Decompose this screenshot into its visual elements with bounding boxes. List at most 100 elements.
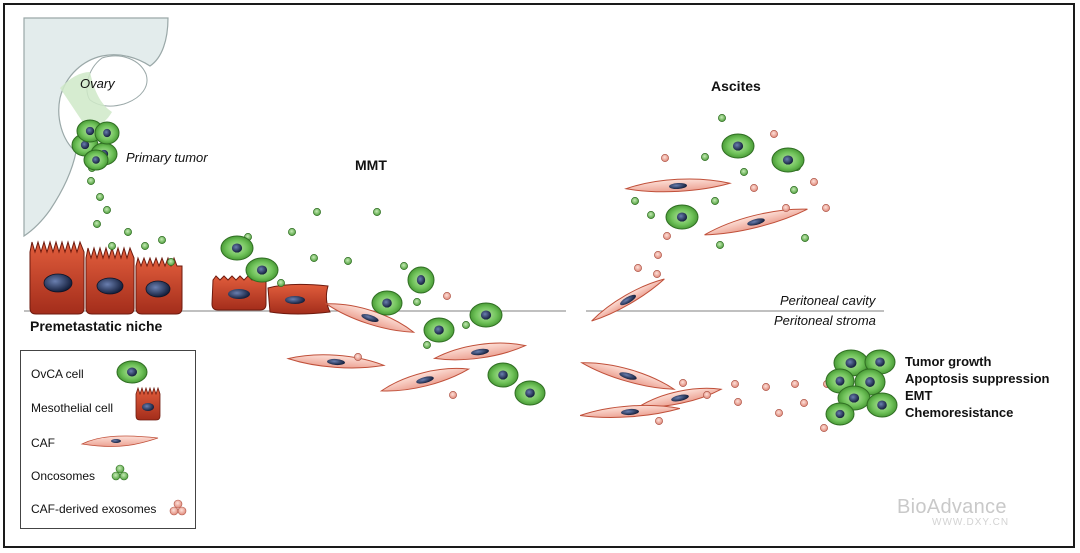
mmt-label: MMT bbox=[355, 157, 387, 173]
caf-exosome bbox=[634, 264, 642, 272]
ovca-nucleus bbox=[676, 212, 688, 222]
caf-exosome bbox=[661, 154, 669, 162]
ovca-nucleus bbox=[498, 370, 508, 380]
caf-exosomes-icon bbox=[169, 499, 187, 516]
ovca-nucleus bbox=[480, 310, 492, 320]
ovca-nucleus bbox=[845, 358, 857, 368]
oncosome bbox=[711, 197, 719, 205]
ovca-nucleus bbox=[256, 265, 268, 275]
oncosome bbox=[423, 341, 431, 349]
oncosome bbox=[413, 298, 421, 306]
caf-exosome bbox=[655, 417, 663, 425]
ovca-cell bbox=[83, 149, 109, 171]
caf-exosome bbox=[750, 184, 758, 192]
caf-exosome bbox=[449, 391, 457, 399]
caf-exosome bbox=[820, 424, 828, 432]
oncosome bbox=[103, 206, 111, 214]
oncosome bbox=[124, 228, 132, 236]
ovca-nucleus bbox=[85, 126, 95, 136]
ovca-nucleus bbox=[382, 298, 392, 308]
caf-exosome bbox=[354, 353, 362, 361]
caf-nucleus bbox=[671, 394, 689, 402]
oncosome bbox=[313, 208, 321, 216]
caf-nucleus bbox=[619, 372, 637, 380]
figure-frame bbox=[3, 3, 1075, 548]
oncosome bbox=[400, 262, 408, 270]
ovca-cell bbox=[220, 235, 254, 261]
outcome-item: Apoptosis suppression bbox=[905, 371, 1050, 386]
oncosome bbox=[141, 242, 149, 250]
caf-nucleus bbox=[669, 182, 687, 190]
ovca-cell bbox=[825, 402, 855, 426]
oncosome bbox=[631, 197, 639, 205]
caf-exosome bbox=[770, 130, 778, 138]
ovca-cell bbox=[371, 290, 403, 316]
ovca-nucleus bbox=[782, 155, 794, 165]
oncosome bbox=[790, 186, 798, 194]
ovary-label: Ovary bbox=[80, 76, 115, 91]
ovary-tissue bbox=[23, 17, 169, 238]
caf-exosome bbox=[762, 383, 770, 391]
caf-nucleus bbox=[471, 348, 489, 356]
caf-cell bbox=[580, 362, 676, 390]
oncosome bbox=[108, 242, 116, 250]
caf-cell bbox=[324, 303, 416, 333]
caf-exosome bbox=[810, 178, 818, 186]
caf-cell bbox=[591, 278, 665, 322]
outcome-item: Tumor growth bbox=[905, 354, 992, 369]
caf-cell bbox=[624, 178, 732, 193]
ovca-cell bbox=[469, 302, 503, 328]
caf-nucleus bbox=[327, 358, 345, 366]
ovca-cell bbox=[245, 257, 279, 283]
caf-exosome bbox=[791, 380, 799, 388]
caf-cell bbox=[286, 354, 386, 369]
ovca-cell bbox=[94, 121, 120, 145]
peritoneal-cavity-label: Peritoneal cavity bbox=[780, 293, 876, 308]
oncosome bbox=[277, 279, 285, 287]
legend-oncosomes-label: Oncosomes bbox=[31, 469, 96, 483]
legend-caf-label: CAF bbox=[31, 436, 55, 450]
watermark-url: WWW.DXY.CN bbox=[932, 517, 1010, 528]
mesothelial-cells-niche bbox=[29, 240, 183, 315]
oncosome bbox=[801, 234, 809, 242]
caf-nucleus bbox=[416, 376, 434, 384]
oncosome bbox=[167, 258, 175, 266]
caf-exosome bbox=[775, 409, 783, 417]
ovca-nucleus bbox=[865, 377, 875, 387]
ovca-cell bbox=[721, 133, 755, 159]
oncosome bbox=[740, 168, 748, 176]
ovca-cell bbox=[866, 392, 898, 418]
oncosome bbox=[647, 211, 655, 219]
caf-nucleus bbox=[621, 408, 639, 416]
caf-exosome bbox=[679, 379, 687, 387]
primary-tumor-label: Primary tumor bbox=[126, 150, 208, 165]
ovca-nucleus bbox=[525, 388, 535, 398]
ovca-nucleus bbox=[877, 400, 887, 410]
legend-icons bbox=[80, 360, 187, 516]
legend-mesothelial-label: Mesothelial cell bbox=[31, 401, 114, 415]
caf-exosome bbox=[734, 398, 742, 406]
oncosome bbox=[701, 153, 709, 161]
ovca-nucleus bbox=[92, 156, 100, 164]
oncosome bbox=[158, 236, 166, 244]
peritoneal-stroma-label: Peritoneal stroma bbox=[774, 313, 876, 328]
ovca-nucleus bbox=[103, 128, 111, 138]
caf-nucleus bbox=[747, 218, 765, 226]
ovca-cell bbox=[864, 349, 896, 375]
oncosome bbox=[310, 254, 318, 262]
caf-exosome bbox=[782, 204, 790, 212]
caf-nucleus bbox=[620, 294, 636, 306]
vesicle-group bbox=[87, 114, 843, 432]
ovca-cell bbox=[423, 317, 455, 343]
caf-exosome bbox=[653, 270, 661, 278]
caf-cell bbox=[432, 342, 528, 361]
ovca-cell-icon bbox=[116, 360, 148, 384]
ovca-nucleus bbox=[231, 243, 243, 253]
ovca-nucleus bbox=[848, 393, 860, 403]
ovca-nucleus bbox=[835, 409, 845, 419]
oncosome bbox=[93, 220, 101, 228]
outcome-item: EMT bbox=[905, 388, 933, 403]
caf-exosome bbox=[654, 251, 662, 259]
ovca-cell bbox=[487, 362, 519, 388]
